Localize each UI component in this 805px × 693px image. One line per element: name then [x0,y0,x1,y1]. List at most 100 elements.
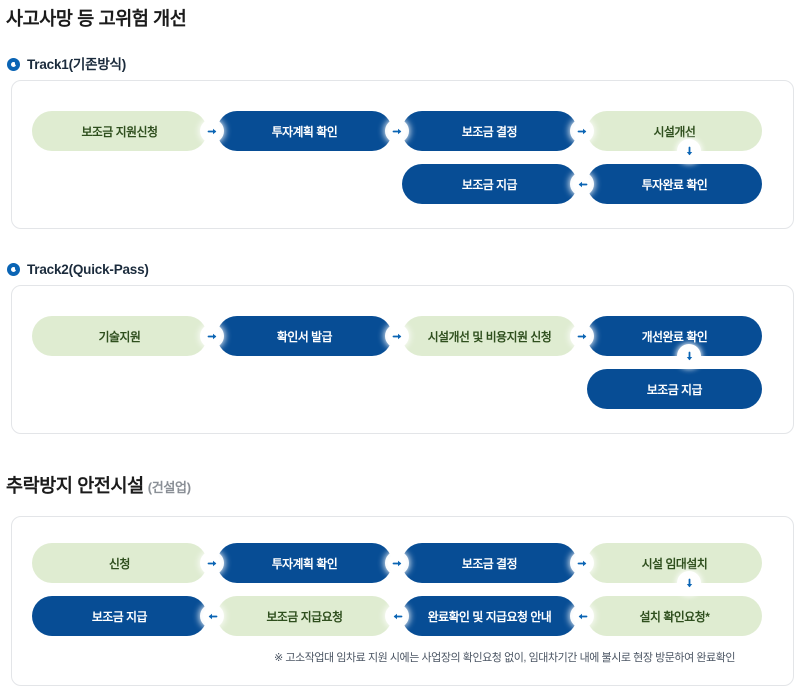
flow-step-label: 보조금 지원신청 [81,124,158,139]
flow-step[interactable]: 보조금 지원신청 [32,111,207,151]
flow-step-empty [32,164,207,204]
flow-step[interactable]: 보조금 지급요청 [217,596,392,636]
arrow-right-connector [386,111,408,151]
arrow-right-icon [573,327,591,345]
arrow-left-connector [571,596,593,636]
arrow-right-icon [388,122,406,140]
flow-step[interactable]: 확인서 발급 [217,316,392,356]
arrow-left-connector [571,164,593,204]
track-1-row-1: 보조금 지원신청 투자계획 확인 [32,111,762,151]
flow-step-label: 설치 확인요청* [639,609,710,624]
flow-step[interactable]: 투자계획 확인 [217,111,392,151]
flow-step-label: 확인서 발급 [276,329,333,344]
flow-step-label: 보조금 결정 [461,556,518,571]
section-title-2-text: 추락방지 안전시설 [6,475,144,496]
section-2-row-2: 보조금 지급 보조금 지급요청 [32,596,762,636]
flow-step-label: 신청 [109,556,130,571]
flow-step[interactable]: 기술지원 [32,316,207,356]
arrow-right-connector [386,543,408,583]
arrow-down-icon [686,351,692,360]
flow-step[interactable]: 시설개선 및 비용지원 신청 [402,316,577,356]
flow-step-empty [32,369,207,409]
flow-step-label: 투자완료 확인 [641,177,708,192]
flow-step-label: 보조금 지급 [461,177,518,192]
arrow-down-icon [686,146,692,155]
flow-step-empty [217,164,392,204]
arrow-right-connector [571,316,593,356]
flow-step[interactable]: 완료확인 및 지급요청 안내 [402,596,577,636]
flow-step[interactable]: 보조금 결정 [402,543,577,583]
spacer [201,369,223,409]
flow-step[interactable]: 보조금 결정 [402,111,577,151]
track-label-2: Track2(Quick-Pass) [7,263,149,277]
arrow-right-connector [571,111,593,151]
flow-step[interactable]: 설치 확인요청* [587,596,762,636]
footnote: ※ 고소작업대 임차료 지원 시에는 사업장의 확인요청 없이, 임대차기간 내… [274,652,736,664]
flow-step-label: 기술지원 [98,329,141,344]
arrow-right-icon [203,122,221,140]
flow-step-empty [217,369,392,409]
track-2-row-1: 기술지원 확인서 발급 [32,316,762,356]
flow-step[interactable]: 투자계획 확인 [217,543,392,583]
arrow-right-connector [571,543,593,583]
section-2-row-1: 신청 투자계획 확인 [32,543,762,583]
flow-step-label: 시설 임대설치 [641,556,708,571]
arrow-left-icon [388,607,406,625]
section-title-2: 추락방지 안전시설(건설업) [6,475,191,496]
spacer [571,369,593,409]
flow-step[interactable]: 투자완료 확인 [587,164,762,204]
ring-icon [7,263,20,277]
arrow-down-icon [686,578,692,587]
flow-step[interactable]: 시설 임대설치 [587,543,762,583]
arrow-down-connector [680,574,698,592]
flow-step-label: 시설개선 [653,124,696,139]
ring-icon [7,58,20,72]
flow-step[interactable]: 시설개선 [587,111,762,151]
flow-step-label: 시설개선 및 비용지원 신청 [427,329,552,344]
spacer [201,164,223,204]
flow-step[interactable]: 신청 [32,543,207,583]
arrow-right-connector [201,543,223,583]
flow-step[interactable]: 보조금 지급 [32,596,207,636]
track-2-row-2: 보조금 지급 [32,369,762,409]
arrow-right-icon [388,554,406,572]
arrow-right-icon [573,122,591,140]
section-title-1: 사고사망 등 고위험 개선 [6,8,187,29]
arrow-right-connector [386,316,408,356]
track-1-row-2: 보조금 지급 투자완료 확인 [32,164,762,204]
arrow-right-icon [203,554,221,572]
flow-step-empty [402,369,577,409]
section-2-card: 신청 투자계획 확인 [11,516,794,686]
flow-step-label: 개선완료 확인 [641,329,708,344]
arrow-right-icon [573,554,591,572]
flow-step[interactable]: 개선완료 확인 [587,316,762,356]
flow-step-label: 보조금 지급요청 [266,609,343,624]
track-2-card: 기술지원 확인서 발급 [11,285,794,434]
arrow-left-icon [203,607,221,625]
arrow-right-connector [201,111,223,151]
flow-step-label: 투자계획 확인 [271,124,338,139]
arrow-right-icon [388,327,406,345]
arrow-down-connector [680,142,698,160]
section-title-1-text: 사고사망 등 고위험 개선 [6,8,187,29]
track-1-card: 보조금 지원신청 투자계획 확인 [11,80,794,229]
arrow-left-connector [386,596,408,636]
track-label-2-text: Track2(Quick-Pass) [27,262,149,277]
flow-step-label: 보조금 지급 [646,382,703,397]
section-title-2-subtext: (건설업) [147,480,191,495]
arrow-down-connector [680,347,698,365]
flow-step-label: 보조금 지급 [91,609,148,624]
track-label-1-text: Track1(기존방식) [27,57,127,72]
flow-step-label: 투자계획 확인 [271,556,338,571]
arrow-left-icon [573,175,591,193]
flow-step[interactable]: 보조금 지급 [402,164,577,204]
arrow-left-connector [201,596,223,636]
track-label-1: Track1(기존방식) [7,58,126,72]
arrow-right-connector [201,316,223,356]
flow-step-label: 보조금 결정 [461,124,518,139]
spacer [386,164,408,204]
flow-step[interactable]: 보조금 지급 [587,369,762,409]
spacer [386,369,408,409]
arrow-right-icon [203,327,221,345]
